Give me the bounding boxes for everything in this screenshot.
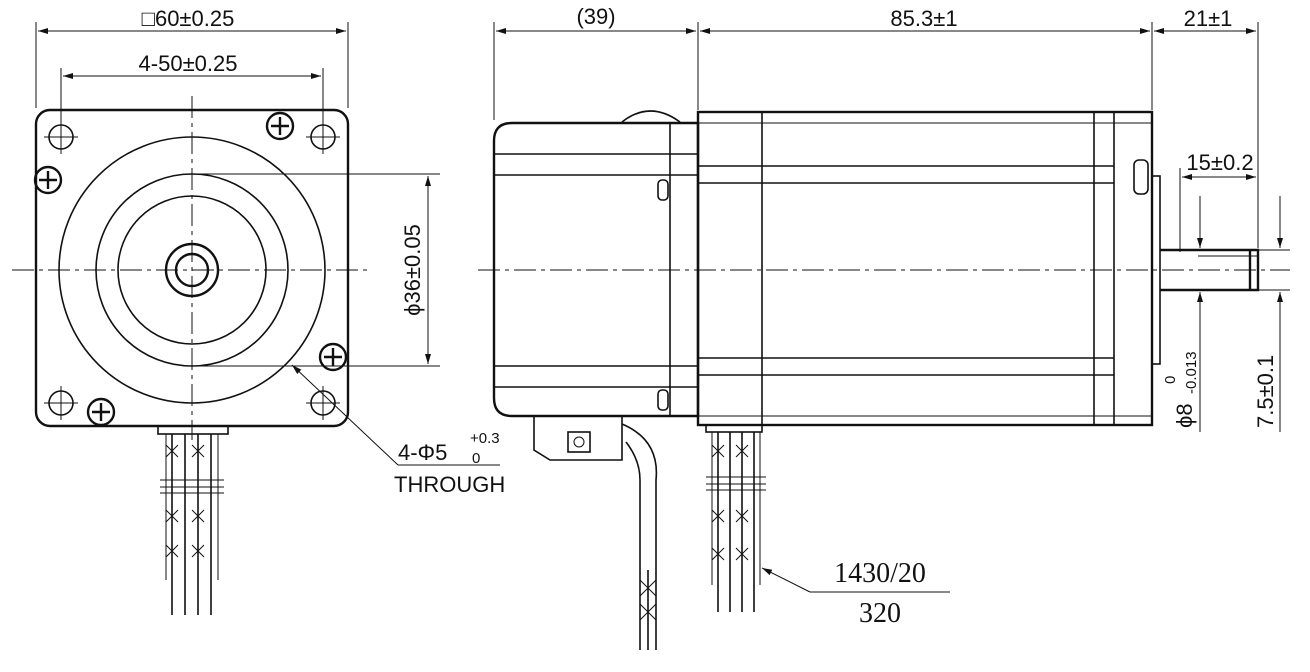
hole-callout-lower-tol: 0 xyxy=(472,450,480,467)
dim-pilot-diameter-text: ϕ36±0.05 xyxy=(400,224,425,316)
flange-pilot xyxy=(1151,175,1161,365)
dim-square-text: □60±0.25 xyxy=(142,6,235,31)
side-view: (39) 85.3±1 21±1 15±0.2 ϕ8 0 -0.013 7.5±… xyxy=(478,4,1290,650)
front-cable xyxy=(157,425,229,615)
dim-hole-spacing-text: 4-50±0.25 xyxy=(139,51,238,76)
pilot-circle xyxy=(95,173,289,367)
dim-shaft-diameter-upper: 0 xyxy=(1162,376,1179,384)
dim-flat-length-text: 15±0.2 xyxy=(1186,150,1253,175)
flange-screws xyxy=(33,111,348,427)
encoder-housing xyxy=(492,121,700,418)
motor-body xyxy=(696,110,1154,427)
dim-flat-depth-text: 7.5±0.1 xyxy=(1253,355,1278,428)
front-view: □60±0.25 4-50±0.25 ϕ36±0.05 4-Φ5 +0.3 0 … xyxy=(12,6,505,615)
motor-shaft xyxy=(1160,248,1260,292)
hole-callout-main: 4-Φ5 xyxy=(398,440,447,465)
mounting-holes xyxy=(44,120,340,420)
encoder-connector xyxy=(533,416,658,650)
cable-length-top-text: 1430/20 xyxy=(834,558,926,589)
cable-length-bottom-text: 320 xyxy=(859,598,901,629)
dim-shaft-diameter-lower: -0.013 xyxy=(1183,351,1200,394)
hole-callout-note: THROUGH xyxy=(394,472,505,497)
shaft-circle xyxy=(174,252,210,288)
outer-boss-circle xyxy=(58,136,326,404)
dim-shaft-length-text: 21±1 xyxy=(1184,6,1233,31)
dim-body-length-text: 85.3±1 xyxy=(890,6,957,31)
dim-encoder-length-text: (39) xyxy=(576,4,615,29)
shaft-boss-circle xyxy=(164,242,220,298)
hole-callout-upper-tol: +0.3 xyxy=(470,430,500,447)
inner-ring-circle xyxy=(117,195,267,345)
motor-cable xyxy=(705,424,766,612)
dim-shaft-diameter-text: ϕ8 xyxy=(1172,403,1197,428)
